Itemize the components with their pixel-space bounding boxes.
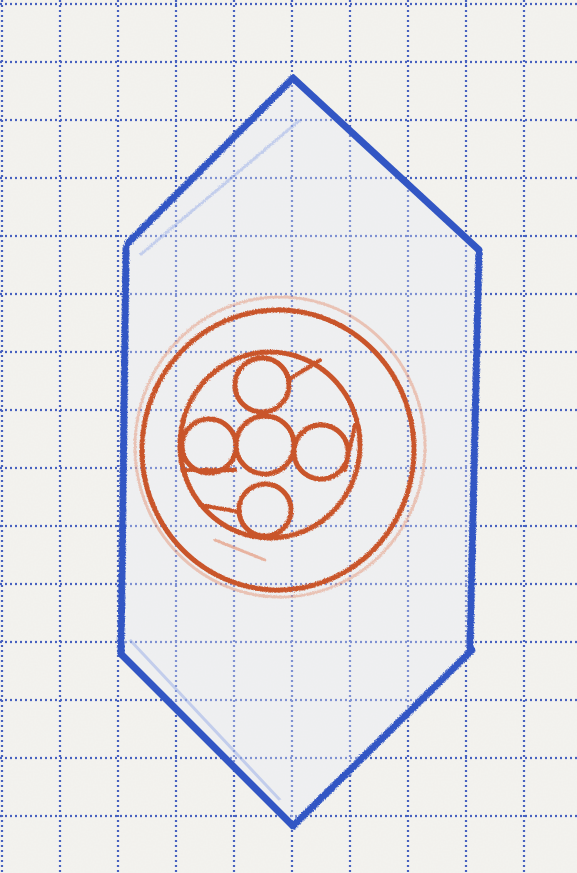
hexagon-edge-left: [121, 248, 126, 654]
